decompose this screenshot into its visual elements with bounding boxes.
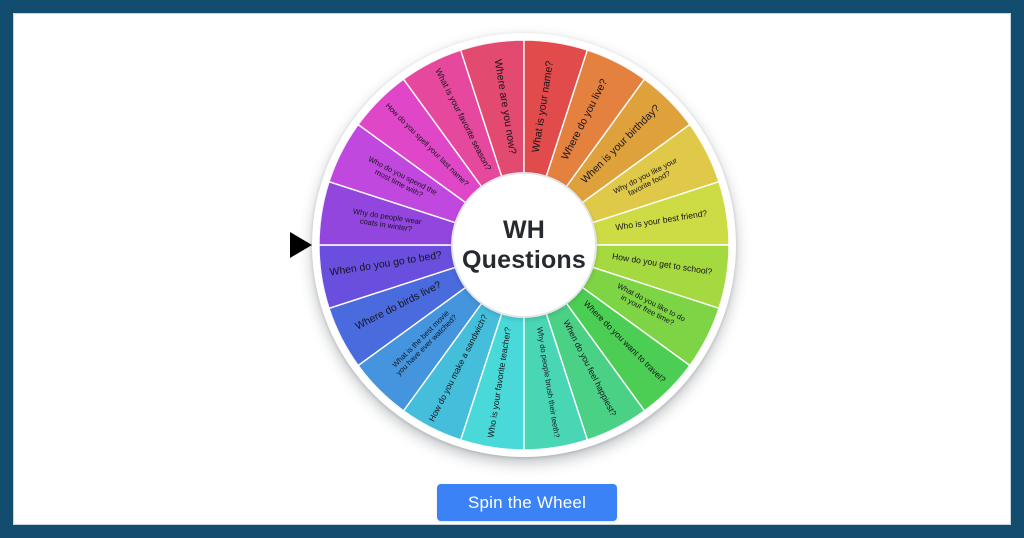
spinner-wheel[interactable]: Who is your favorite teacher?How do you … [290,19,756,469]
wheel-pointer-icon [290,232,312,258]
spin-the-wheel-button[interactable]: Spin the Wheel [437,484,617,521]
wheel-center-hub: WH Questions [451,172,597,318]
wheel-stage: Who is your favorite teacher?How do you … [14,14,1010,524]
hub-title-line1: WH [502,215,546,244]
page-frame: Who is your favorite teacher?How do you … [13,13,1011,525]
hub-title-line2: Questions [461,246,587,274]
